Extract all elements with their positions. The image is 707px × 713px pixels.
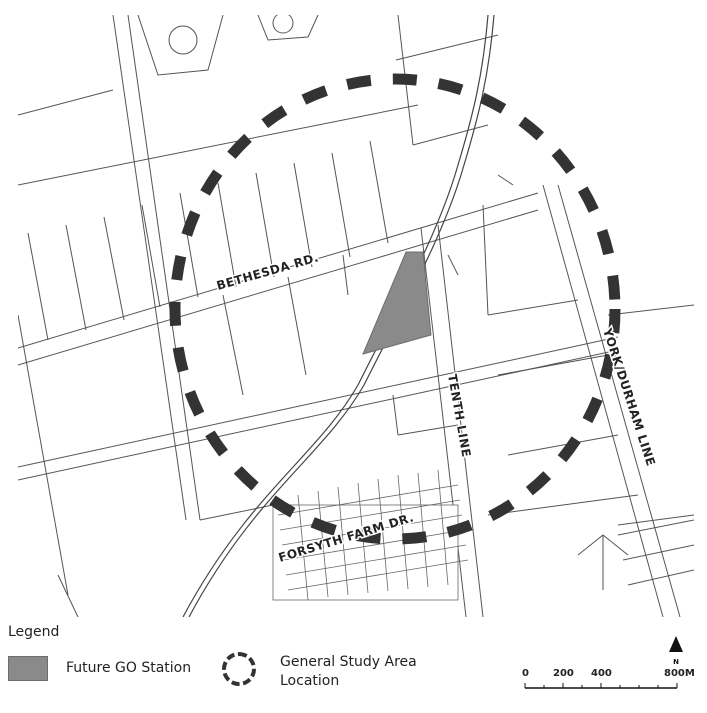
parcel-line (222, 294, 244, 396)
parcel-line (497, 174, 514, 186)
future-go-station-label: Future GO Station (66, 660, 192, 676)
parcel-line (255, 172, 275, 278)
parcel-line (342, 254, 349, 296)
york-durham-label: YORK/DURHAM LINE (600, 326, 658, 468)
north-road-edge (395, 34, 499, 61)
parcel-line (65, 224, 87, 331)
parcel-line (392, 394, 399, 436)
parcel-line (103, 216, 125, 321)
tenth-line-edge (420, 227, 467, 617)
parcel-line (18, 314, 69, 596)
residential-block (137, 15, 224, 76)
residential-block (617, 519, 694, 586)
legend-title: Legend (8, 624, 60, 640)
tenth-line-label: TENTH LINE (445, 373, 473, 458)
scale-label-400: 400 (591, 668, 612, 679)
study-area-ring[interactable] (169, 73, 621, 545)
study-area-swatch (222, 652, 256, 686)
york-durham-edge (542, 184, 664, 617)
future-go-station[interactable] (362, 251, 432, 355)
scale-bar: N 0 200 400 800M (518, 636, 698, 696)
legend: Legend Future GO Station General Study A… (8, 624, 428, 704)
scale-label-800: 800M (664, 668, 695, 679)
parcel-line (487, 299, 579, 316)
parcel-line (179, 192, 199, 298)
york-durham-edge (557, 184, 681, 617)
parcel-line (607, 304, 694, 316)
parcel-line (507, 434, 619, 456)
north-label: N (673, 658, 679, 666)
scale-label-200: 200 (553, 668, 574, 679)
parcel-line (397, 424, 459, 436)
lower-road-edge (18, 336, 619, 468)
north-arrow-icon (669, 636, 683, 652)
map-area[interactable]: BETHESDA RD. TENTH LINE YORK/DURHAM LINE… (18, 15, 694, 617)
scale-label-0: 0 (522, 668, 529, 679)
cul-de-sac (272, 15, 294, 34)
future-go-station-swatch (8, 656, 48, 681)
parcel-line (57, 574, 79, 617)
tenth-line-edge (437, 224, 484, 617)
cul-de-sac (168, 25, 198, 55)
residential-block (257, 15, 319, 41)
parcel-line (141, 204, 161, 308)
parcel-line (617, 514, 694, 526)
parcel-line (369, 140, 389, 244)
parcel-line (293, 162, 313, 268)
west-line-edge (127, 15, 201, 521)
parcel-line (497, 354, 609, 376)
bethesda-road-edge (18, 209, 539, 366)
scale-bar-graphic: N (524, 636, 683, 689)
study-area-label: General Study Area Location (280, 654, 417, 689)
parcel-line (331, 152, 351, 258)
parcel-line (447, 254, 459, 276)
parcel-line (287, 276, 307, 376)
parcel-line (27, 232, 49, 341)
parcel-line (412, 124, 489, 146)
parcel-line (199, 504, 274, 521)
map-canvas[interactable]: BETHESDA RD. TENTH LINE YORK/DURHAM LINE… (18, 15, 694, 617)
west-line-edge (112, 15, 187, 521)
north-road-edge (18, 104, 419, 186)
parcel-line (217, 182, 237, 288)
bethesda-road-edge (18, 192, 539, 349)
parcel-line (487, 494, 639, 516)
parcel-line (18, 89, 114, 116)
parcel-line (482, 204, 489, 316)
cul-de-sac (577, 534, 629, 590)
